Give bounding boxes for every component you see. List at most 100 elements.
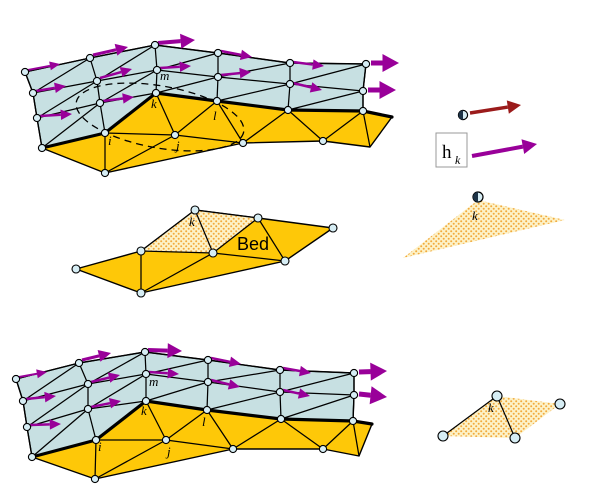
- mesh-node: [95, 98, 105, 108]
- nodal-area: [443, 396, 560, 438]
- velocity-arrow: [81, 354, 100, 362]
- mesh-node: [280, 256, 290, 266]
- velocity-arrow: [220, 49, 242, 57]
- ice-mesh-edge: [32, 80, 98, 94]
- ice-mesh-edge: [207, 369, 281, 383]
- bed-mesh-edge: [212, 217, 259, 254]
- ice-mesh-edge: [87, 408, 97, 441]
- velocity-arrow-head: [97, 350, 111, 362]
- velocity-arrow-head: [49, 61, 60, 71]
- ice-mesh-edge: [41, 102, 101, 149]
- mesh-node: [27, 452, 37, 462]
- velocity-arrow: [102, 97, 124, 103]
- mesh-node: [491, 390, 503, 402]
- mesh-node: [554, 398, 566, 410]
- mesh-node: [20, 67, 30, 77]
- ice-mesh-edge: [87, 400, 147, 410]
- mesh-node: [11, 374, 21, 384]
- ice-mesh-edge: [32, 92, 38, 119]
- ice-mesh-edge: [154, 44, 219, 54]
- mesh-node: [349, 368, 359, 378]
- ice-mesh-edge: [89, 44, 156, 59]
- bed-mesh-edge: [206, 409, 234, 450]
- mesh-node: [285, 58, 295, 68]
- mesh-node: [18, 396, 28, 406]
- velocity-arrow-head: [239, 67, 251, 79]
- velocity-arrow: [147, 348, 168, 353]
- ice-mesh-edge: [36, 117, 43, 149]
- mesh-node: [85, 53, 95, 63]
- velocity-arrow-head: [108, 398, 121, 409]
- node-label-k: k: [151, 96, 157, 111]
- mesh-node: [37, 143, 47, 153]
- node-label-j: j: [165, 444, 171, 459]
- ice-mesh-edge: [217, 76, 291, 85]
- mesh-node: [74, 358, 84, 368]
- nodal-area: [141, 210, 258, 253]
- velocity-arrow: [90, 376, 110, 384]
- quad-edge: [442, 395, 498, 437]
- mesh-node: [349, 390, 359, 400]
- ice-mesh-edge: [145, 381, 209, 402]
- nodal-area-quad-figure: k: [437, 390, 566, 444]
- ice-mesh-edge: [206, 391, 281, 411]
- mesh-node: [202, 405, 212, 415]
- mesh-node: [170, 130, 180, 140]
- bed-mesh-edge: [242, 109, 289, 144]
- ice-mesh-edge: [207, 381, 281, 393]
- node-label-k: k: [472, 208, 478, 223]
- bed-mesh-edge: [94, 439, 97, 480]
- velocity-arrow-head: [228, 356, 241, 367]
- ice-mesh-edge: [156, 69, 219, 78]
- mesh-node: [358, 106, 368, 116]
- ice-mesh-edge: [144, 351, 209, 361]
- bed-mesh-edge: [216, 100, 244, 144]
- bed-mesh-edge: [155, 92, 176, 136]
- velocity-arrow: [220, 71, 240, 77]
- velocity-arrow-head: [119, 66, 132, 78]
- mesh-node: [283, 105, 293, 115]
- mesh-node: [83, 404, 93, 414]
- mesh-node: [136, 246, 146, 256]
- ice-mesh-edge: [362, 63, 367, 92]
- ice-mesh-edge: [289, 63, 367, 85]
- mesh-node: [136, 288, 146, 298]
- ice-mesh-edge: [22, 400, 28, 428]
- node-label-i: i: [108, 133, 112, 148]
- bed-mesh-edge: [94, 439, 167, 480]
- bed-mesh-edge: [280, 418, 324, 450]
- ice-mesh-edge: [36, 80, 98, 119]
- mesh-node: [213, 48, 223, 58]
- ice-mesh-edge: [78, 351, 146, 364]
- mesh-node: [100, 128, 110, 138]
- velocity-arrow: [27, 64, 51, 71]
- mesh-node: [285, 79, 295, 89]
- velocity-arrow: [148, 370, 168, 375]
- velocity-arrow-head: [44, 391, 56, 403]
- bed-mesh-edge: [362, 110, 371, 148]
- ice-mesh-edge: [207, 359, 281, 371]
- mesh-node: [83, 379, 93, 389]
- node-label-l: l: [213, 108, 217, 123]
- column-velocity-arrow: [471, 144, 524, 158]
- mesh-node: [32, 113, 42, 123]
- bed-mesh-edge: [257, 217, 286, 262]
- velocity-arrow-head: [180, 33, 195, 49]
- velocity-arrow: [292, 60, 314, 66]
- height-symbol: h: [442, 142, 452, 163]
- mesh-node: [22, 422, 32, 432]
- velocity-arrow: [99, 70, 122, 80]
- ice-mesh-edge: [216, 83, 291, 102]
- marked-node-fill-icon: [473, 192, 478, 202]
- velocity-arrow: [35, 86, 56, 93]
- column-velocity-arrow-head: [521, 139, 537, 154]
- bed-mesh-edge: [194, 209, 214, 254]
- h-k-box: [435, 132, 468, 168]
- velocity-arrow-head: [179, 61, 191, 72]
- velocity-arrow-head: [297, 388, 310, 399]
- mesh-node: [213, 72, 223, 82]
- ice-mesh-edge: [279, 372, 355, 393]
- node-label-i: i: [98, 439, 102, 454]
